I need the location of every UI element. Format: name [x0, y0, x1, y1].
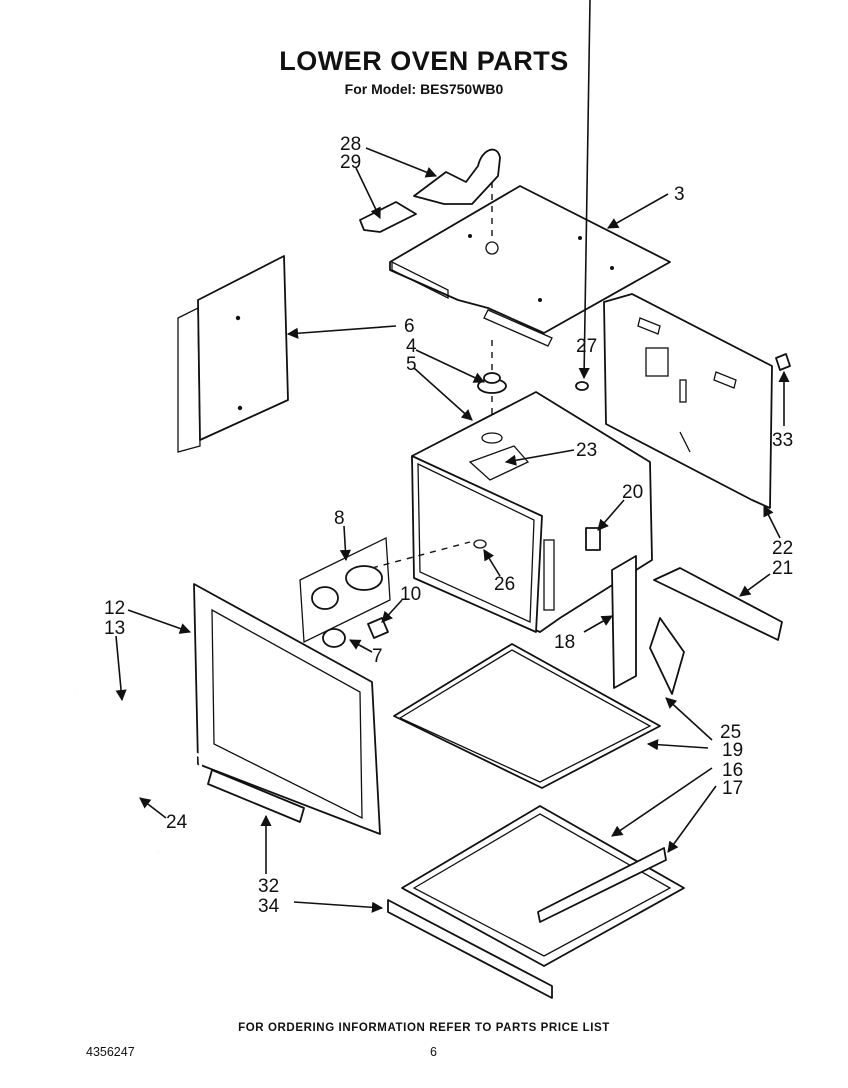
callout-12: 12	[104, 598, 125, 619]
part-bottom-panel	[401, 805, 685, 967]
callout-5: 5	[406, 354, 417, 375]
callout-22: 22	[772, 538, 793, 559]
leader-lines	[115, 0, 790, 913]
page-title: LOWER OVEN PARTS	[279, 46, 569, 76]
callout-21: 21	[772, 558, 793, 579]
part-hinge-right	[649, 617, 685, 695]
part-door-frame	[193, 583, 381, 835]
callout-8: 8	[334, 508, 345, 529]
callout-10: 10	[400, 584, 421, 605]
part-vent-strip	[387, 899, 553, 999]
callout-6: 6	[404, 316, 415, 337]
part-plug-27	[575, 381, 589, 391]
callout-25: 25	[720, 722, 741, 743]
page-number: 6	[430, 1045, 437, 1059]
part-hinge-bracket	[207, 769, 305, 823]
callout-19: 19	[722, 740, 743, 761]
callout-34: 34	[258, 896, 280, 917]
callout-4: 4	[406, 336, 417, 357]
part-light-assembly	[299, 536, 391, 648]
model-subtitle: For Model: BES750WB0	[344, 81, 504, 97]
document-number: 4356247	[86, 1045, 135, 1059]
part-top-panel	[389, 185, 671, 347]
part-runner-right	[653, 567, 783, 641]
callout-20: 20	[622, 482, 643, 503]
callout-27: 27	[576, 336, 597, 357]
callout-32: 32	[258, 876, 279, 897]
part-left-side-panel	[177, 255, 289, 453]
part-vent-duct	[359, 148, 501, 233]
part-door-gasket	[74, 688, 208, 875]
part-clip-33	[775, 353, 791, 371]
callout-23: 23	[576, 440, 597, 461]
part-side-bracket	[611, 555, 637, 689]
callout-16: 16	[722, 760, 743, 781]
callout-18: 18	[554, 632, 575, 653]
callout-28: 28	[340, 134, 361, 155]
ordering-note: FOR ORDERING INFORMATION REFER TO PARTS …	[238, 1022, 610, 1034]
part-oven-rack	[393, 643, 661, 789]
callout-26: 26	[494, 574, 515, 595]
part-oven-cavity	[411, 391, 653, 633]
callout-13: 13	[104, 618, 125, 639]
callout-24: 24	[166, 812, 188, 833]
callout-7: 7	[372, 646, 383, 667]
callout-33: 33	[772, 430, 793, 451]
callout-17: 17	[722, 778, 743, 799]
part-fan-motor	[477, 372, 507, 394]
callout-3: 3	[674, 184, 685, 205]
callout-29: 29	[340, 152, 361, 173]
